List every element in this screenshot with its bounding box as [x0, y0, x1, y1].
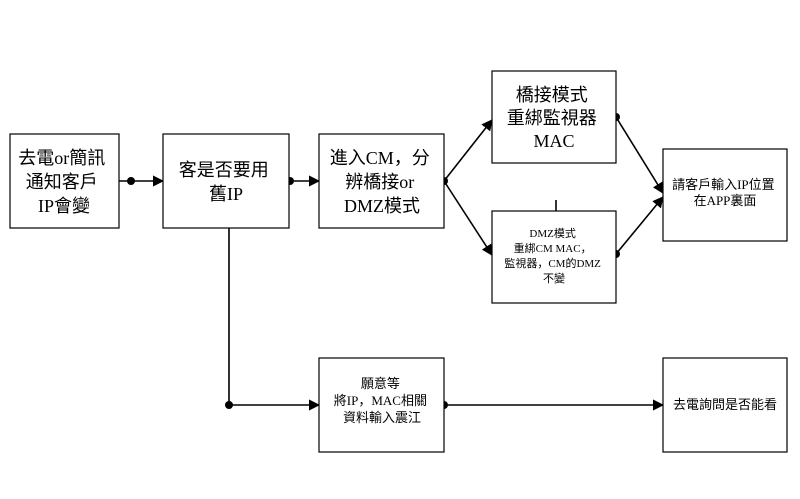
svg-text:DMZ模式 重綁CM MAC， 監視: DMZ模式 重綁CM MAC， 監視器，CM的DMZ 不變 [504, 227, 603, 285]
svg-text:去電or簡訊 通知客戶 IP會變: 去電or簡訊 通知客戶 IP會變 [18, 148, 110, 216]
svg-text:請客戶輸入IP位置 在APP裏面: 請客戶輸入IP位置 在APP裏面 [672, 177, 778, 208]
node-text-line: 客是否要用 [179, 160, 269, 180]
node-text-line: 去電詢問是否能看 [673, 397, 777, 412]
node-text-line: 進入CM，分 [330, 148, 430, 168]
node-text-line: 監視器，CM的DMZ [504, 256, 601, 270]
node-enter-cm: 進入CM，分 辨橋接or DMZ模式 [318, 133, 445, 229]
node-call-check: 去電詢問是否能看 [662, 357, 788, 453]
node-ask-input-ip: 請客戶輸入IP位置 在APP裏面 [662, 148, 788, 242]
edge-keep-ip-to-willing [228, 228, 321, 411]
svg-text:進入CM，分 辨橋接or DMZ模式: 進入CM，分 辨橋接or DMZ模式 [330, 148, 435, 216]
node-text-line: 將IP，MAC相關 [334, 393, 427, 408]
node-text-line: 橋接模式 [516, 85, 588, 105]
node-text-line: 願意等 [361, 376, 400, 391]
edge-dmz-to-ask-ip [615, 196, 664, 255]
node-text-line: 重綁監視器 [507, 108, 597, 128]
node-text-line: 重綁CM MAC， [514, 241, 592, 255]
node-text-line: 請客戶輸入IP位置 [672, 177, 775, 192]
node-text-line: DMZ模式 [529, 227, 575, 240]
edge-enter-cm-to-bridge [443, 119, 493, 182]
svg-text:願意等 將IP，MAC相關 資料輸入: 願意等 將IP，MAC相關 資料輸入震江 [334, 376, 430, 425]
svg-text:去電詢問是否能看: 去電詢問是否能看 [673, 397, 777, 412]
node-dmz-mode: DMZ模式 重綁CM MAC， 監視器，CM的DMZ 不變 [491, 210, 617, 304]
node-bridge-mode: 橋接模式 重綁監視器 MAC [491, 70, 617, 164]
edge-bridge-to-ask-ip [615, 116, 664, 194]
node-text-line: 舊IP [209, 184, 243, 204]
node-keep-old-ip: 客是否要用 舊IP [162, 133, 290, 229]
svg-text:橋接模式 重綁監視器 MAC: 橋接模式 重綁監視器 MAC [507, 85, 602, 151]
node-text-line: 不變 [543, 271, 565, 285]
node-text-line: 辨橋接or [345, 172, 414, 192]
edge-start-dot [127, 177, 135, 185]
node-text-line: 去電or簡訊 [18, 148, 105, 168]
node-text-line: 資料輸入震江 [343, 410, 421, 425]
node-text-line: IP會變 [38, 196, 90, 216]
svg-text:客是否要用 舊IP: 客是否要用 舊IP [179, 160, 274, 204]
edge-start-dot [225, 401, 233, 409]
edge-enter-cm-to-dmz [443, 180, 493, 256]
node-text-line: MAC [533, 131, 574, 151]
node-willing-wait: 願意等 將IP，MAC相關 資料輸入震江 [318, 357, 445, 453]
node-power-notify: 去電or簡訊 通知客戶 IP會變 [9, 133, 120, 229]
node-text-line: DMZ模式 [344, 196, 420, 216]
node-text-line: 通知客戶 [26, 172, 98, 192]
node-text-line: 在APP裏面 [694, 193, 757, 208]
